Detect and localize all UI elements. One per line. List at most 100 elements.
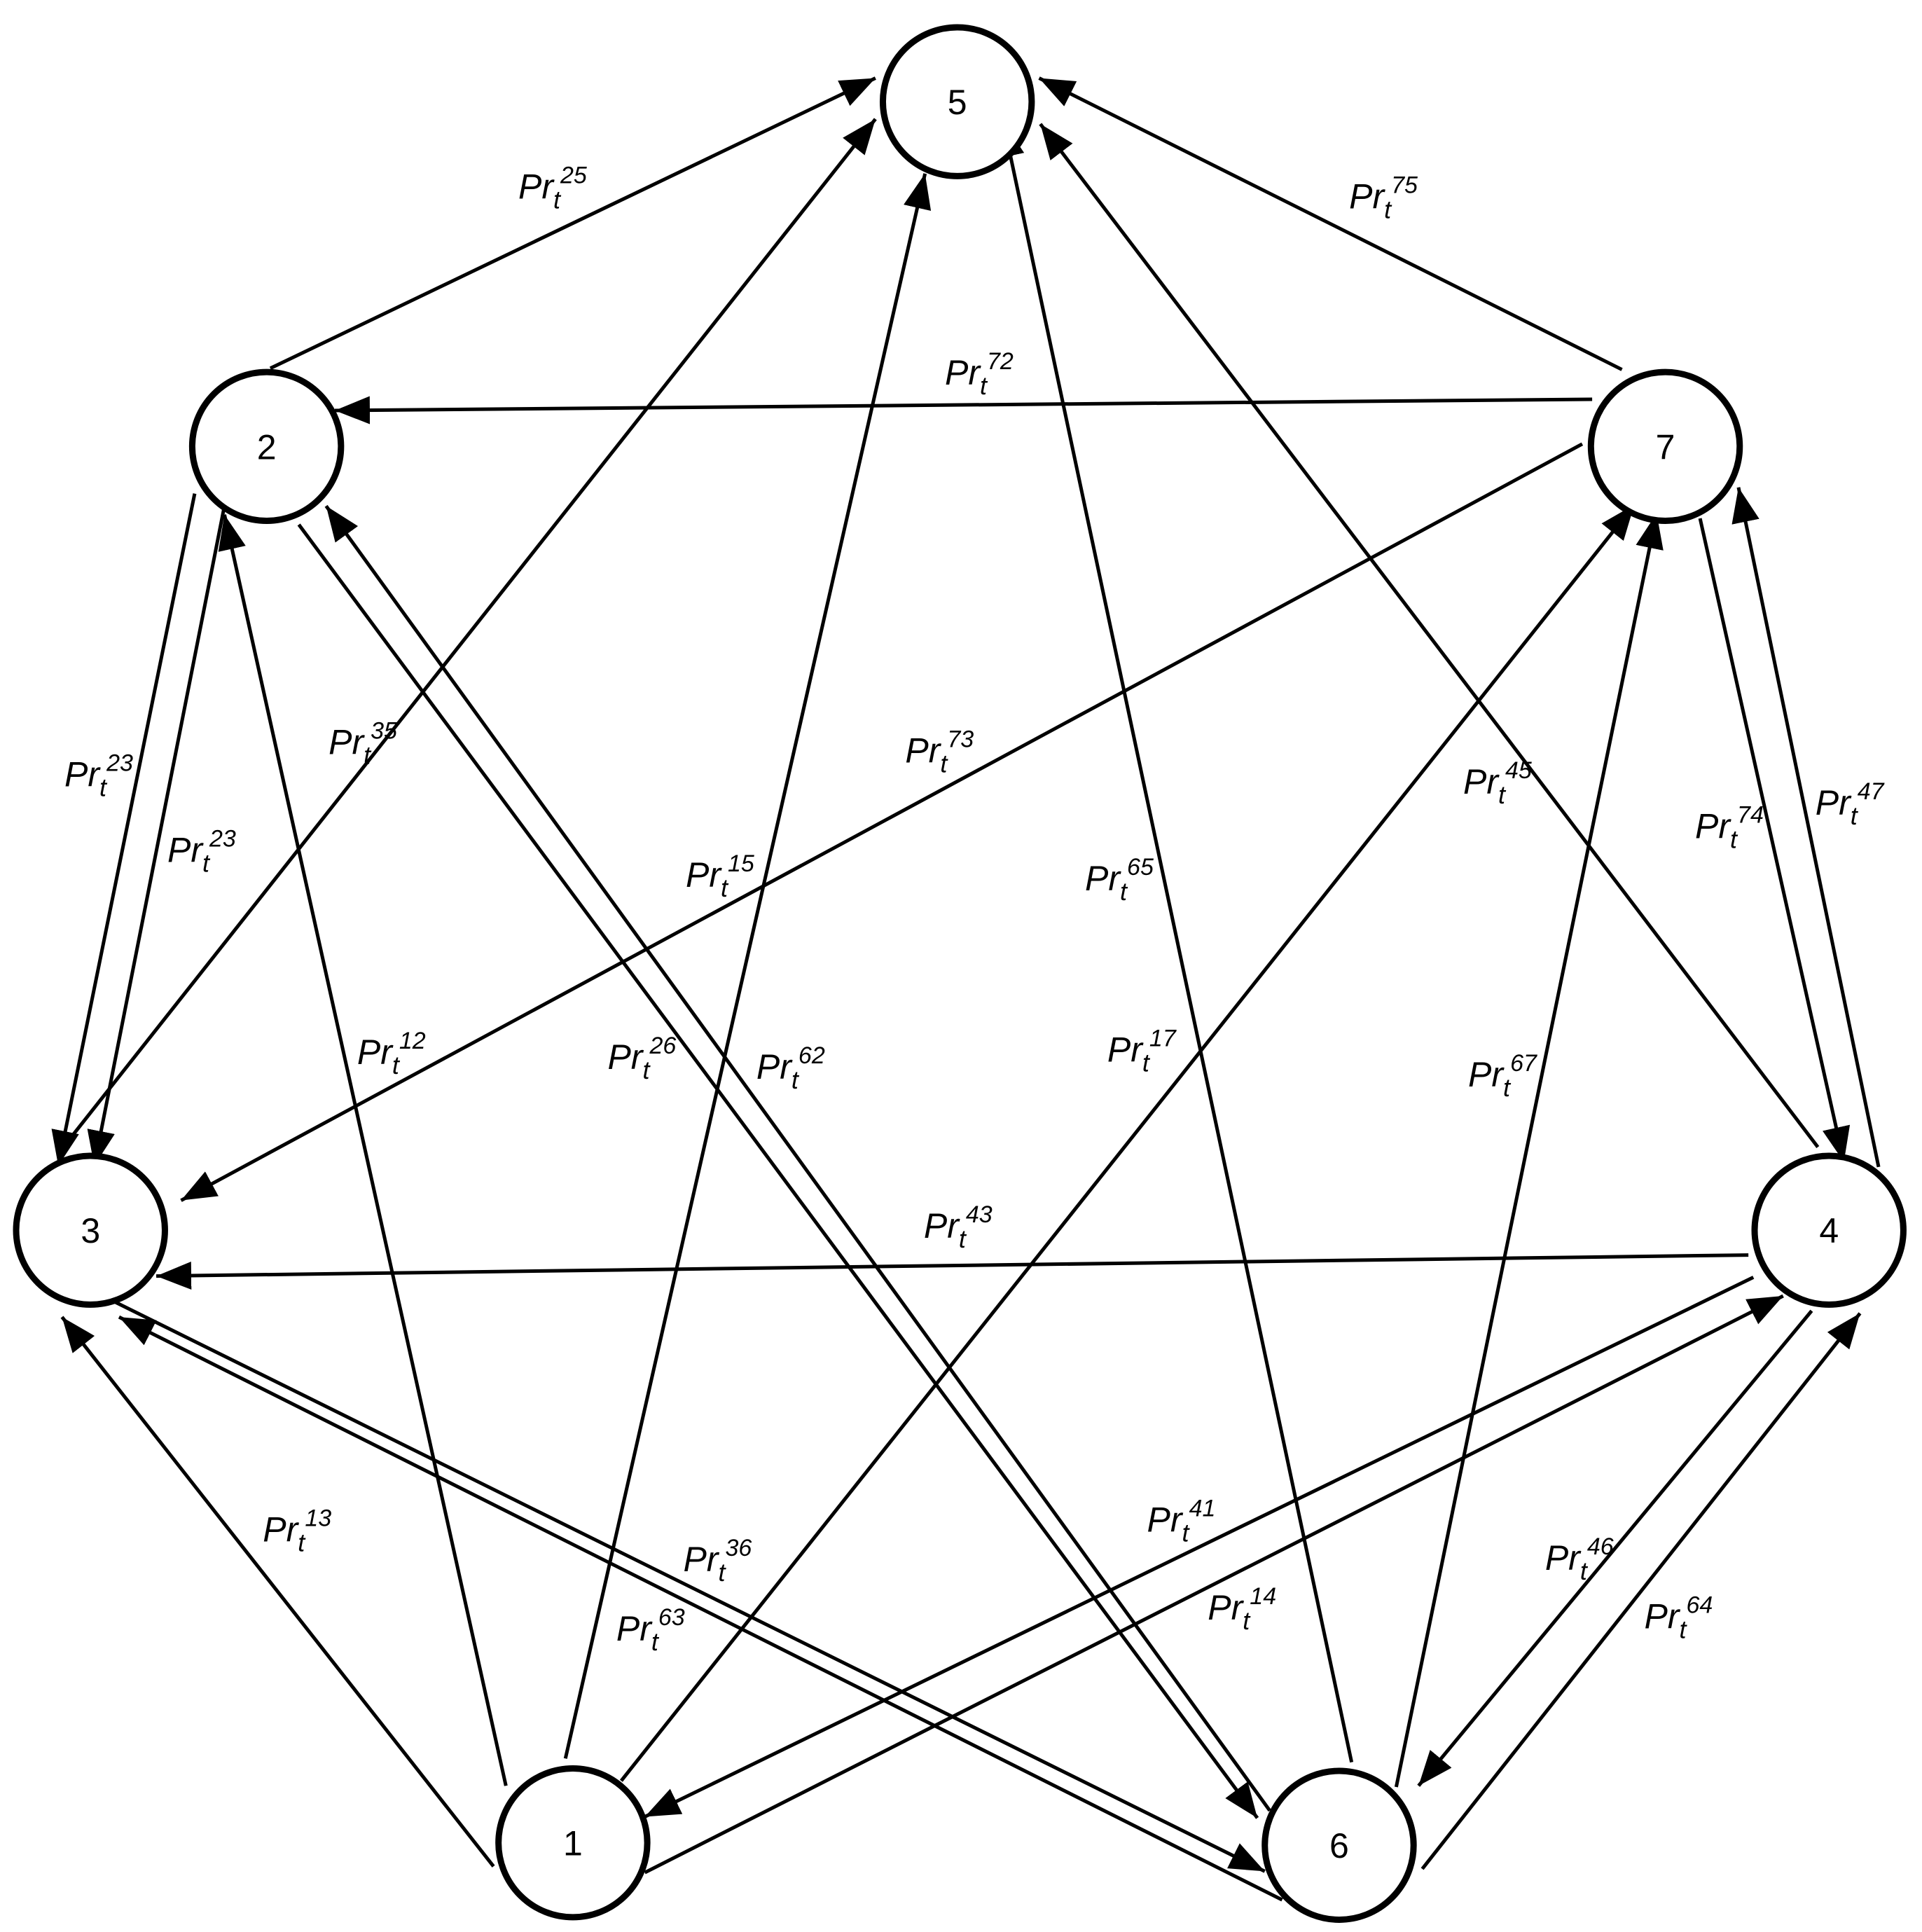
- node-label: 2: [257, 427, 277, 467]
- edge-label-base: Pr: [518, 167, 555, 206]
- node-label: 3: [81, 1211, 100, 1250]
- node-circle: [1261, 1767, 1417, 1923]
- edge-label-superscript: 65: [1127, 854, 1154, 881]
- edge-label-superscript: 35: [371, 717, 397, 744]
- edge-label-3-6: Prt36: [683, 1535, 752, 1587]
- edge-label-subscript: t: [298, 1529, 306, 1557]
- node-label: 7: [1656, 427, 1675, 467]
- edge-label-base: Pr: [357, 1033, 394, 1072]
- edge-label-subscript: t: [553, 185, 562, 214]
- edge-label-4-3: Prt43: [924, 1201, 993, 1253]
- edge-label-base: Pr: [1085, 859, 1121, 898]
- edge-arrow-6-5: [997, 120, 1354, 1763]
- edge-label-4-7: Prt47: [1816, 778, 1885, 830]
- edge-label-superscript: 41: [1189, 1495, 1216, 1522]
- edge-label-subscript: t: [1503, 1073, 1512, 1102]
- edge-labels: Prt25Prt75Prt72Prt23Prt23Prt35Prt73Prt15…: [64, 162, 1885, 1656]
- edge-arrow-7-3: [180, 442, 1584, 1202]
- edge-arrow-6-3: [118, 1315, 1283, 1902]
- edge-arrow-1-4: [644, 1294, 1784, 1875]
- node-circle: [188, 368, 345, 525]
- node-circle: [1751, 1152, 1907, 1308]
- edge-arrow-2-5: [269, 76, 876, 371]
- node-4: 4: [1751, 1152, 1907, 1308]
- node-label: 6: [1329, 1826, 1349, 1865]
- node-circle: [1587, 368, 1743, 525]
- edge-arrow-4-5: [1039, 123, 1820, 1149]
- edge-label-base: Pr: [905, 731, 941, 771]
- edge-label-base: Pr: [616, 1609, 653, 1648]
- edge-arrow-4-1: [644, 1276, 1755, 1819]
- edge-label-6-5: Prt65: [1085, 854, 1154, 906]
- edge-label-6-7: Prt67: [1468, 1050, 1537, 1102]
- edge-label-subscript: t: [1120, 877, 1128, 906]
- edge-label-subscript: t: [980, 371, 988, 400]
- edge-label-base: Pr: [607, 1037, 644, 1077]
- edges: [51, 76, 1881, 1902]
- edge-label-6-4: Prt64: [1644, 1592, 1713, 1643]
- node-5: 5: [879, 24, 1035, 179]
- edge-arrow-3-5: [67, 118, 877, 1143]
- edge-arrow-7-4: [1698, 518, 1851, 1163]
- edge-label-superscript: 62: [798, 1042, 825, 1069]
- edge-label-2-6: Prt26: [607, 1033, 676, 1084]
- edge-label-subscript: t: [791, 1065, 800, 1094]
- edge-label-subscript: t: [1384, 195, 1392, 223]
- edge-arrow-2-3: [87, 505, 226, 1166]
- node-label: 5: [948, 83, 967, 122]
- edge-label-subscript: t: [721, 874, 729, 902]
- node-1: 1: [495, 1765, 651, 1921]
- edge-label-subscript: t: [1580, 1557, 1589, 1585]
- edge-label-subscript: t: [1730, 825, 1738, 854]
- edge-label-base: Pr: [1644, 1596, 1680, 1636]
- node-2: 2: [188, 368, 345, 525]
- edge-arrow-4-3: [156, 1253, 1749, 1290]
- edge-label-base: Pr: [1816, 783, 1852, 822]
- edge-label-subscript: t: [1142, 1048, 1151, 1077]
- edge-label-base: Pr: [924, 1206, 960, 1246]
- node-circle: [13, 1152, 168, 1308]
- edge-label-subscript: t: [1679, 1615, 1687, 1643]
- edge-label-1-2: Prt12: [357, 1028, 426, 1079]
- edge-label-base: Pr: [1695, 807, 1731, 846]
- edge-label-1-7: Prt17: [1107, 1025, 1177, 1077]
- edge-label-2-3: Prt23: [64, 750, 133, 801]
- edge-label-base: Pr: [167, 830, 204, 869]
- edge-label-base: Pr: [686, 855, 722, 895]
- edge-label-superscript: 23: [106, 750, 133, 776]
- edge-label-superscript: 25: [560, 162, 587, 188]
- edge-arrow-3-6: [114, 1300, 1266, 1873]
- edge-label-subscript: t: [392, 1051, 401, 1079]
- node-6: 6: [1261, 1767, 1417, 1923]
- edge-arrow-4-6: [1417, 1309, 1813, 1787]
- edge-arrow-6-4: [1420, 1312, 1862, 1870]
- edge-arrow-1-3: [60, 1316, 495, 1868]
- edge-label-superscript: 64: [1686, 1592, 1713, 1618]
- edge-arrow-1-7: [619, 503, 1636, 1782]
- edge-label-superscript: 15: [728, 850, 754, 877]
- edge-label-subscript: t: [959, 1224, 967, 1253]
- edge-label-superscript: 13: [305, 1505, 331, 1532]
- edge-label-superscript: 73: [947, 726, 974, 753]
- edge-label-3-5: Prt35: [329, 717, 397, 769]
- edge-arrow-6-7: [1394, 513, 1664, 1788]
- node-label: 4: [1819, 1211, 1839, 1250]
- edge-label-4-5: Prt45: [1463, 757, 1532, 809]
- edge-label-base: Pr: [1545, 1538, 1582, 1578]
- edge-label-7-4: Prt74: [1695, 802, 1764, 854]
- edge-label-superscript: 74: [1737, 802, 1764, 829]
- node-circle: [495, 1765, 651, 1921]
- edge-label-superscript: 75: [1391, 172, 1418, 198]
- node-label: 1: [563, 1824, 583, 1863]
- edge-label-7-2: Prt72: [945, 348, 1014, 400]
- edge-label-base: Pr: [329, 722, 365, 761]
- edge-label-base: Pr: [683, 1540, 719, 1579]
- edge-arrow-2-3: [51, 493, 197, 1166]
- node-7: 7: [1587, 368, 1743, 525]
- edge-label-subscript: t: [1498, 780, 1507, 809]
- edge-label-subscript: t: [364, 740, 372, 769]
- edge-arrow-1-2: [218, 514, 508, 1786]
- edge-label-1-3: Prt13: [263, 1505, 331, 1557]
